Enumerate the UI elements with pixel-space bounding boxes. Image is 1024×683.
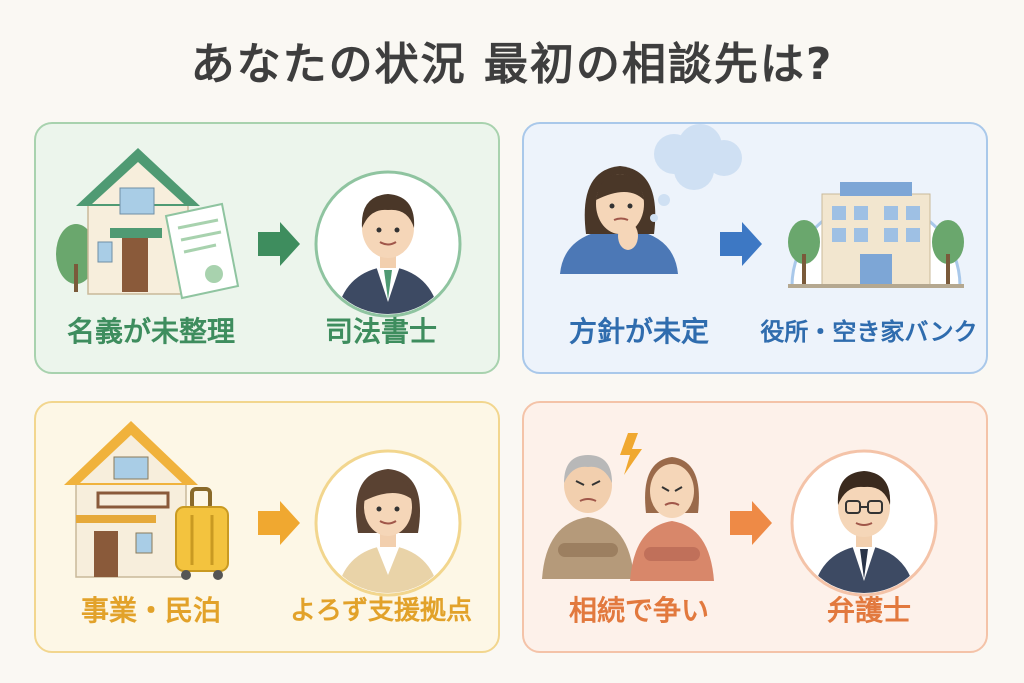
- consult-label: よろず支援拠点: [289, 596, 472, 626]
- consult-label: 役所・空き家バンク: [760, 318, 978, 346]
- arrow-right-icon: [720, 222, 762, 266]
- female-advisor-avatar: [314, 449, 462, 597]
- consult-label: 弁護士: [826, 594, 911, 627]
- card-illustration: [64, 421, 462, 597]
- card-illustration: [56, 148, 462, 318]
- card-name-unorganized: 名義が未整理 司法書士: [34, 122, 500, 374]
- card-business-minpaku: 事業・民泊 よろず支援拠点: [34, 401, 500, 653]
- male-advisor-avatar: [314, 170, 462, 318]
- suitcase-icon: [175, 487, 229, 580]
- card-undecided-policy: 方針が未定 役所・空き家バンク: [522, 122, 988, 374]
- house-icon: [56, 148, 200, 295]
- card-illustration: [542, 433, 938, 597]
- house-icon: [64, 421, 198, 578]
- situation-label: 事業・民泊: [80, 594, 221, 627]
- arrow-right-icon: [258, 501, 300, 545]
- situation-label: 名義が未整理: [66, 315, 235, 348]
- situation-label: 相続で争い: [568, 594, 709, 627]
- document-icon: [164, 202, 240, 300]
- thought-bubble-icon: [650, 124, 742, 222]
- lawyer-avatar: [790, 449, 938, 597]
- thinking-woman-icon: [560, 166, 678, 274]
- page-title: あなたの状況 最初の相談先は?: [190, 39, 834, 90]
- lightning-icon: [620, 433, 642, 475]
- arrow-right-icon: [258, 222, 300, 266]
- consult-label: 司法書士: [324, 315, 437, 348]
- card-illustration: [560, 124, 964, 288]
- situation-label: 方針が未定: [568, 315, 709, 348]
- arguing-family-icon: [542, 455, 714, 581]
- card-inheritance-dispute: 相続で争い 弁護士: [522, 401, 988, 653]
- arrow-right-icon: [730, 501, 772, 545]
- office-building-icon: [788, 182, 964, 288]
